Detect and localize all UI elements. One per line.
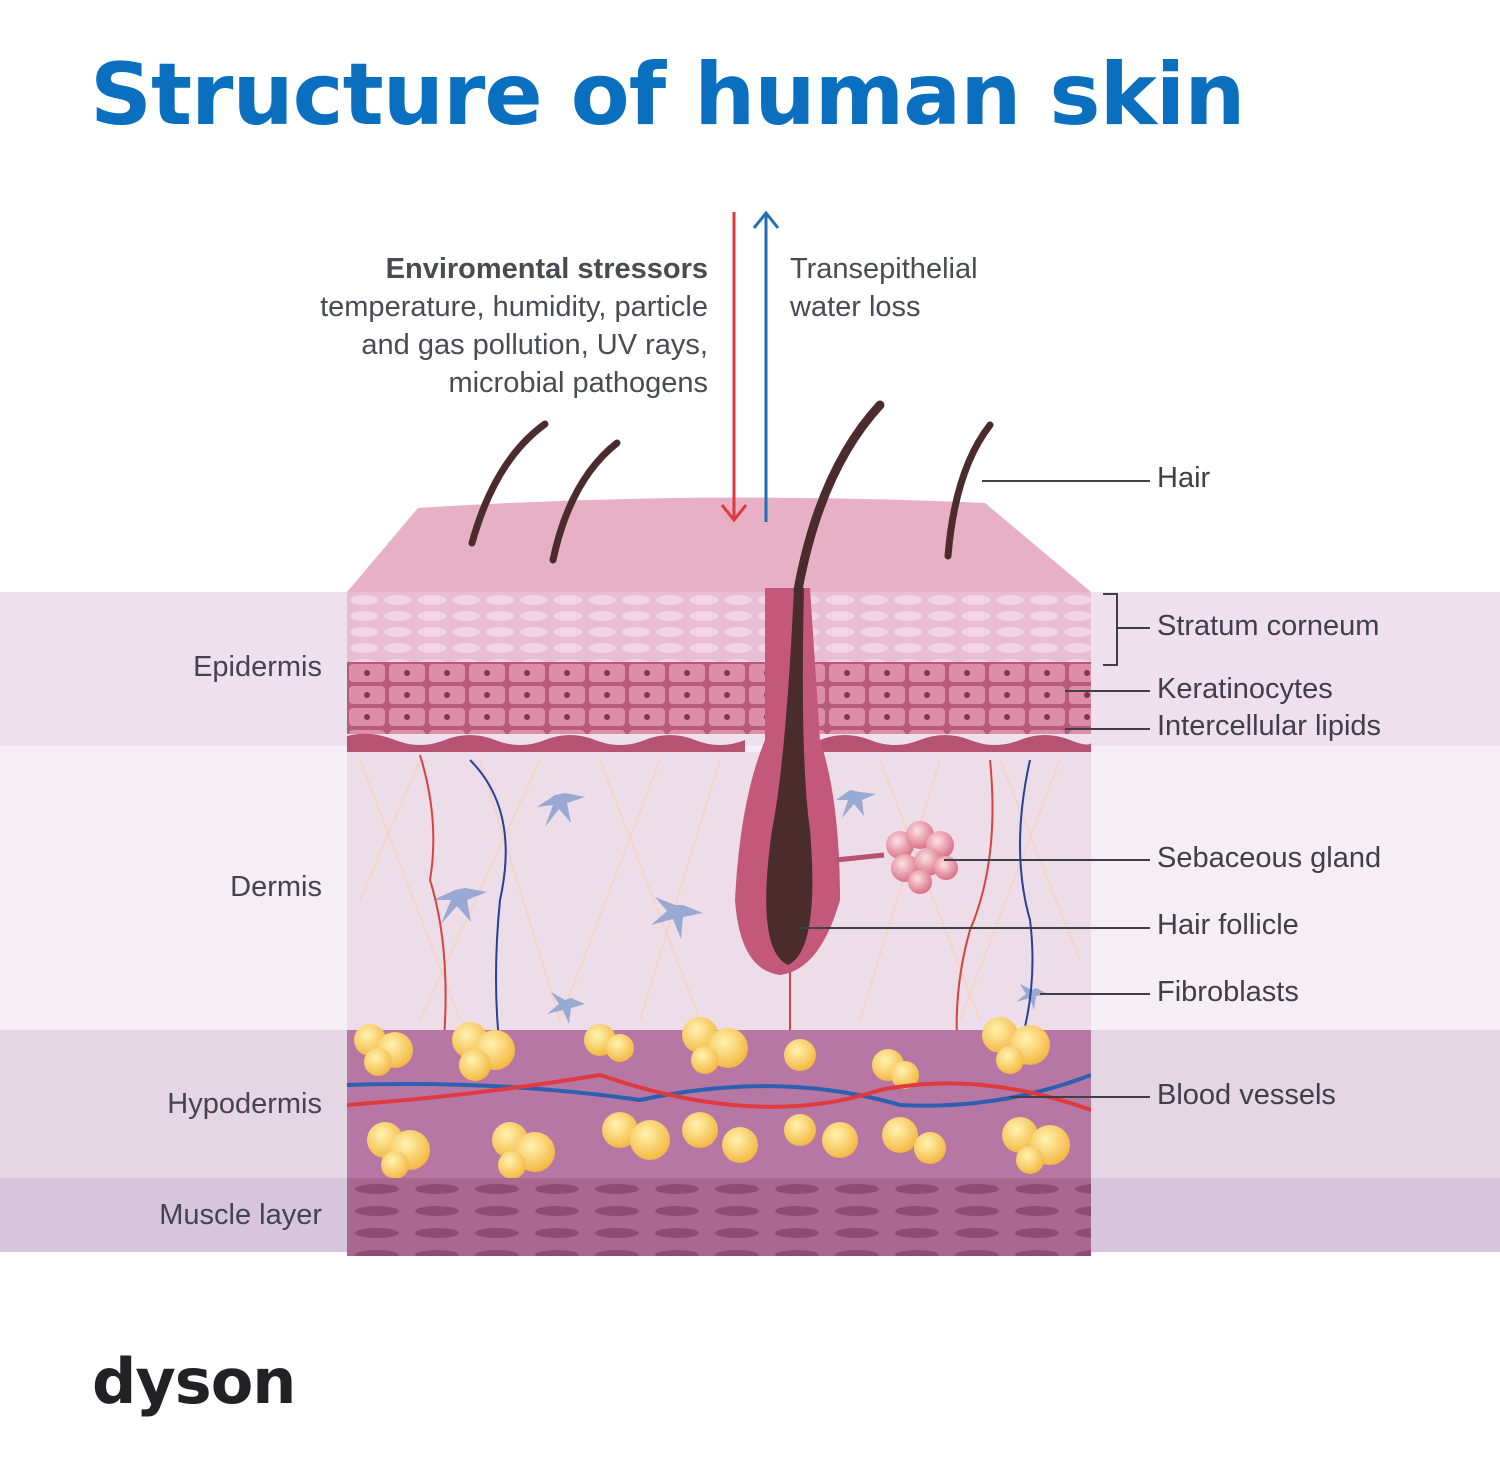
stressors-line: microbial pathogens	[448, 367, 708, 399]
page-title: Structure of human skin	[90, 45, 1245, 145]
callout-sebaceous-gland: Sebaceous gland	[1157, 842, 1382, 874]
dyson-logo: dyson	[92, 1345, 296, 1418]
callout-intercellular-lipids: Intercellular lipids	[1157, 710, 1382, 742]
hair-strand-main	[793, 400, 885, 595]
stratum-corneum-layer	[347, 592, 1091, 662]
keratinocyte-layer	[347, 662, 1091, 734]
skin-surface	[347, 497, 1091, 592]
callout-hair: Hair	[1157, 462, 1211, 494]
vein	[347, 1073, 1091, 1108]
hair-shaft	[766, 588, 813, 965]
hair-strand	[944, 421, 994, 560]
stressors-line: temperature, humidity, particle	[320, 291, 708, 323]
hair-strand	[549, 439, 621, 564]
label-hypodermis: Hypodermis	[167, 1088, 322, 1120]
callout-hair-follicle: Hair follicle	[1157, 909, 1299, 941]
water-loss-line: water loss	[790, 291, 921, 323]
callout-blood-vessels: Blood vessels	[1157, 1079, 1336, 1111]
water-loss-line: Transepithelial	[790, 253, 978, 285]
label-muscle-layer: Muscle layer	[159, 1199, 322, 1231]
callout-fibroblasts: Fibroblasts	[1157, 976, 1299, 1008]
sebaceous-gland-cluster	[886, 821, 958, 894]
water-loss-note: Transepithelial water loss	[790, 250, 978, 326]
stressors-line: and gas pollution, UV rays,	[361, 329, 708, 361]
label-epidermis: Epidermis	[193, 651, 322, 683]
callout-keratinocytes: Keratinocytes	[1157, 673, 1333, 705]
callout-stratum-corneum: Stratum corneum	[1157, 610, 1380, 642]
environmental-stressors-note: Enviromental stressors temperature, humi…	[320, 250, 708, 402]
muscle-layer	[347, 1178, 1091, 1256]
stressors-heading: Enviromental stressors	[385, 253, 708, 285]
label-dermis: Dermis	[230, 871, 322, 903]
hair-strand	[468, 420, 549, 547]
artery	[347, 1072, 1091, 1112]
